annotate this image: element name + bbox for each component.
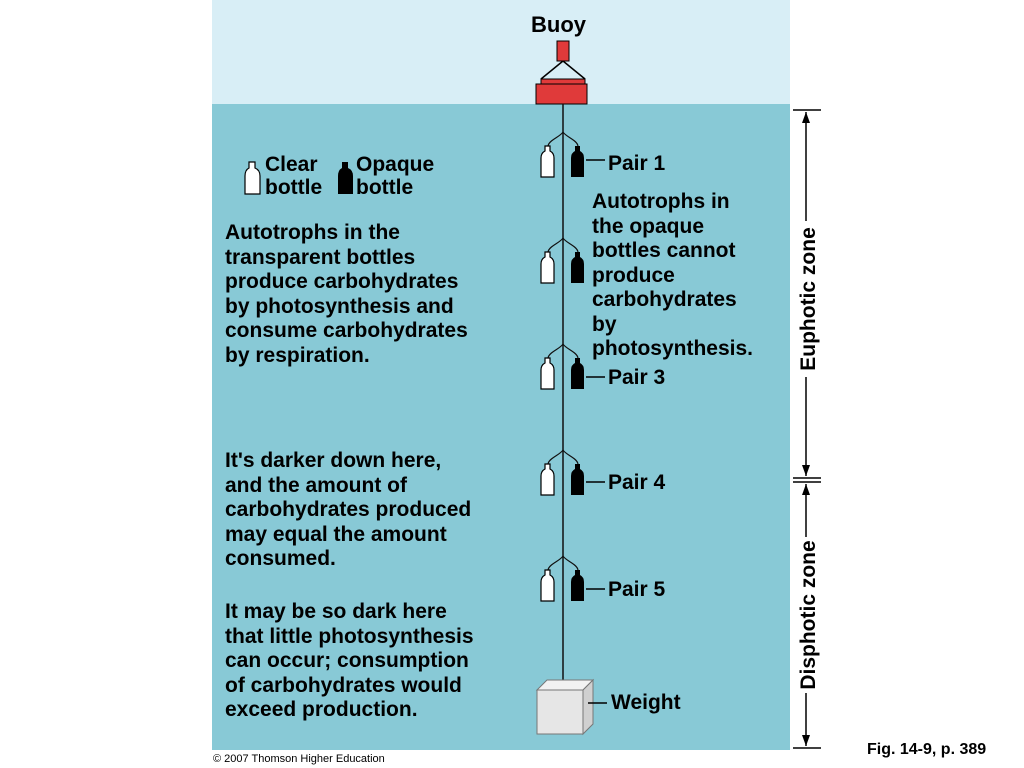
bottle-pair-4 [540,449,584,496]
clear-bottle-icon [540,569,555,602]
bottle-pair-1 [540,131,584,178]
pair-3-label: Pair 3 [608,366,666,389]
buoy-label: Buoy [531,12,586,37]
bottle-pair-2 [540,237,584,284]
opaque-bottle-icon [571,570,584,601]
pair-4-label: Pair 4 [608,471,666,494]
pair-1-label: Pair 1 [608,152,666,175]
opaque-bottle-icon [571,146,584,177]
clear-bottle-icon [540,145,555,178]
copyright-credit: © 2007 Thomson Higher Education [213,753,385,765]
water-background [212,104,790,750]
dark-note: It may be so dark here that little photo… [225,600,474,721]
clear-bottle-icon [540,463,555,496]
clear-bottle-icon [540,251,555,284]
legend-opaque-label: Opaque bottle [356,153,435,199]
weight-icon [535,678,595,736]
bottle-pair-3 [540,343,584,390]
legend-clear-label: Clear bottle [265,153,323,199]
opaque-bottle-icon [571,252,584,283]
transparent-bottles-note: Autotrophs in the transparent bottles pr… [225,221,468,367]
sky-background [212,0,790,104]
euphotic-zone-label: Euphotic zone [797,221,821,377]
pair-5-label: Pair 5 [608,578,666,601]
disphotic-zone-label: Disphotic zone [797,537,821,693]
opaque-bottles-note: Autotrophs in the opaque bottles cannot … [592,190,754,360]
darker-note: It's darker down here, and the amount of… [225,449,472,570]
opaque-bottle-icon [571,358,584,389]
legend-clear-bottle-icon [244,161,261,195]
legend-opaque-bottle-icon [338,162,353,194]
weight-label: Weight [611,691,681,714]
buoy-icon [535,40,588,105]
opaque-bottle-icon [571,464,584,495]
bottle-pair-5 [540,555,584,602]
figure-reference: Fig. 14-9, p. 389 [867,741,987,758]
clear-bottle-icon [540,357,555,390]
